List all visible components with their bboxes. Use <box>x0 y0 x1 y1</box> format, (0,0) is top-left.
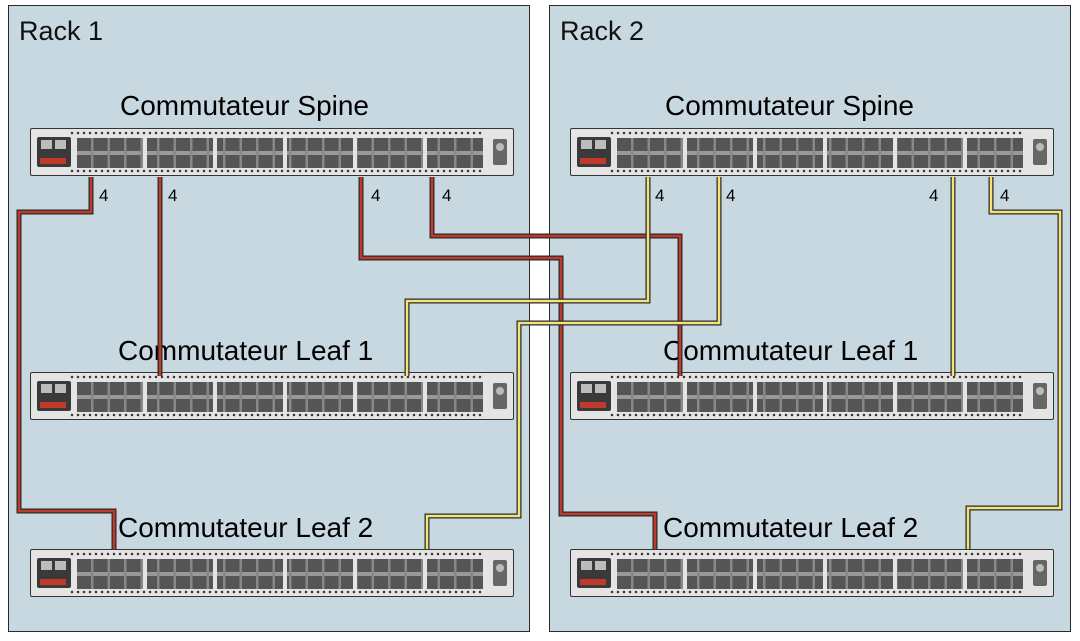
link-count: 4 <box>442 186 452 205</box>
cable-r2-spine-r1leaf1-outline <box>404 177 651 376</box>
rack-title: Rack 1 <box>19 16 104 46</box>
link-count: 4 <box>655 186 665 205</box>
cable-r2-spine-leaf2 <box>966 177 1062 549</box>
rack1-spine-switch <box>30 128 514 176</box>
link-count: 4 <box>1000 186 1010 205</box>
rack2-leaf1-label: Commutateur Leaf 1 <box>663 335 919 366</box>
rack2-leaf1-switch <box>570 372 1054 420</box>
rack-title: Rack 2 <box>560 16 645 46</box>
cable-r2-spine-leaf2-outline <box>965 177 1063 549</box>
cable-r1-spine-r2leaf1-outline <box>429 177 683 376</box>
rack-2: Rack 2 <box>549 5 1071 632</box>
rack-1: Rack 1 <box>8 5 530 632</box>
rack1-leaf2-label: Commutateur Leaf 2 <box>118 512 374 543</box>
link-count: 4 <box>726 186 736 205</box>
rack2-leaf2-label: Commutateur Leaf 2 <box>663 512 919 543</box>
rack1-spine-label: Commutateur Spine <box>120 90 370 121</box>
cable-r1-spine-r2leaf2 <box>359 177 657 549</box>
rack2-spine-switch <box>570 128 1054 176</box>
link-count: 4 <box>99 186 109 205</box>
rack1-leaf2-switch <box>30 549 514 597</box>
link-count: 4 <box>371 186 381 205</box>
cable-r2-spine-r1leaf2 <box>425 177 721 549</box>
rack2-leaf2-switch <box>570 549 1054 597</box>
cable-r1-spine-leaf2 <box>17 177 116 549</box>
cable-r2-spine-r1leaf2-outline <box>424 177 722 549</box>
cable-r1-spine-leaf2-outline <box>16 177 117 549</box>
rack2-spine-label: Commutateur Spine <box>665 90 915 121</box>
rack1-leaf1-switch <box>30 372 514 420</box>
cable-r2-spine-r1leaf1 <box>405 177 650 376</box>
link-count: 4 <box>929 186 939 205</box>
link-count: 4 <box>168 186 178 205</box>
cable-r1-spine-r2leaf1 <box>430 177 682 376</box>
